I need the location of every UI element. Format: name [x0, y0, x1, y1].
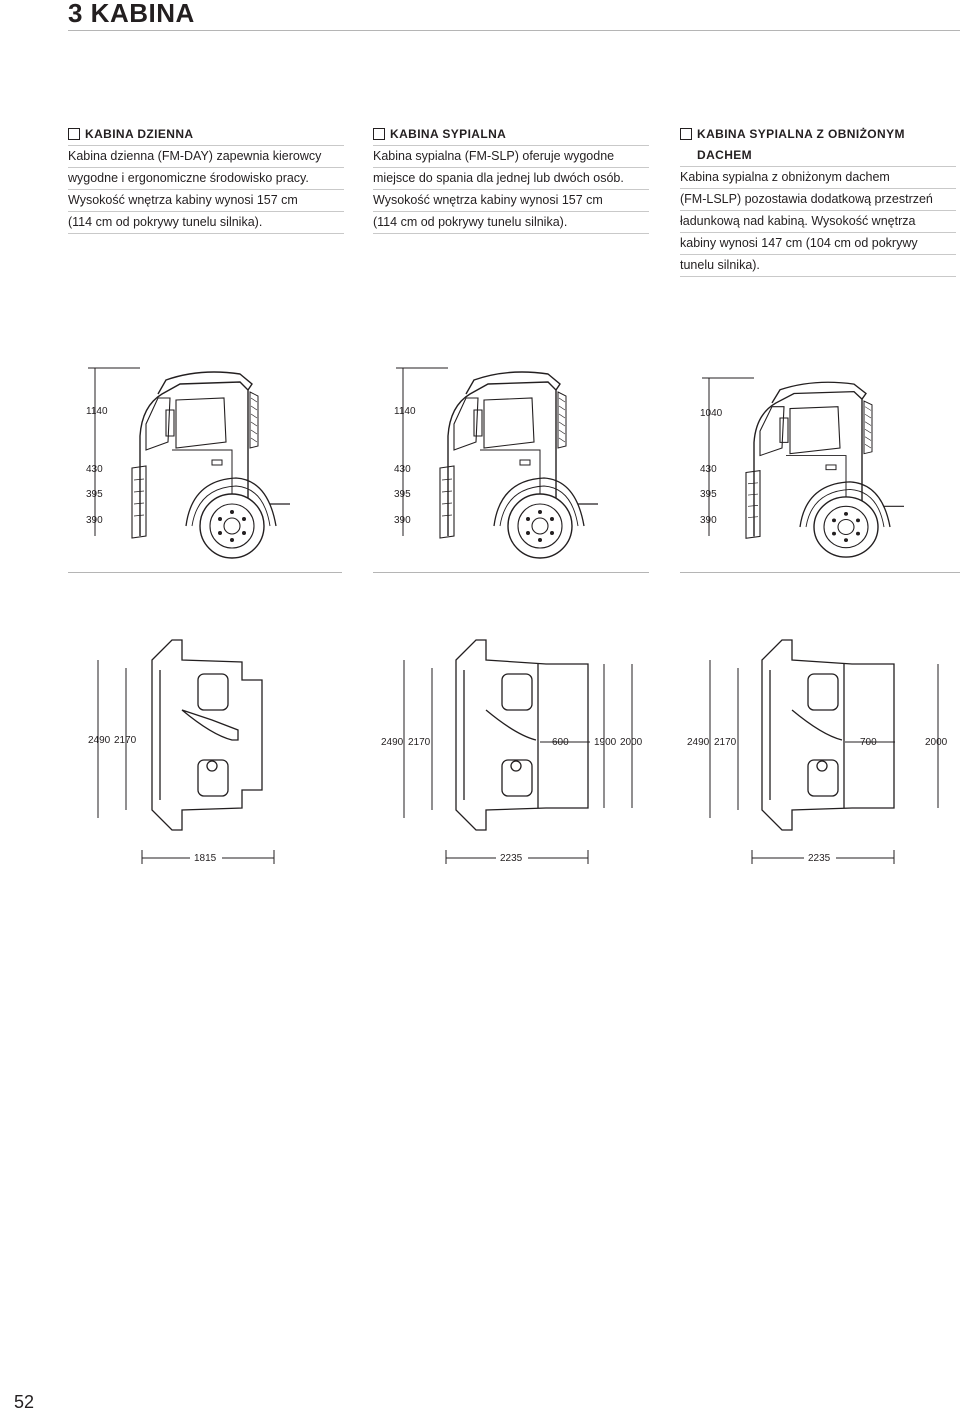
dim-outer-width: 2490	[88, 735, 111, 746]
body-line: (FM-LSLP) pozostawia dodatkową przestrze…	[680, 189, 956, 211]
dim-label: 390	[86, 515, 103, 526]
dim-label: 390	[700, 515, 717, 526]
body-line: Kabina sypialna z obniżonym dachem	[680, 167, 956, 189]
body-line: Kabina sypialna (FM-SLP) oferuje wygodne	[373, 146, 649, 168]
body-line: (114 cm od pokrywy tunelu silnika).	[373, 212, 649, 234]
body-line: ładunkową nad kabiną. Wysokość wnętrza	[680, 211, 956, 233]
body-line: Wysokość wnętrza kabiny wynosi 157 cm	[68, 190, 344, 212]
dim-bunk-width: 700	[860, 737, 877, 748]
drawing-baseline	[373, 572, 649, 573]
dim-inner-width: 2170	[714, 737, 737, 748]
column-low-sleeper-cab: KABINA SYPIALNA Z OBNIŻONYM DACHEM Kabin…	[680, 124, 956, 277]
body-line: Kabina dzienna (FM-DAY) zapewnia kierowc…	[68, 146, 344, 168]
column-sleeper-cab: KABINA SYPIALNA Kabina sypialna (FM-SLP)…	[373, 124, 649, 234]
body-line: kabiny wynosi 147 cm (104 cm od pokrywy	[680, 233, 956, 255]
dim-outer-width: 2490	[687, 737, 710, 748]
dim-label: 430	[394, 464, 411, 475]
dim-label: 395	[700, 489, 717, 500]
checkbox-icon	[680, 128, 692, 140]
dim-height: 1140	[394, 406, 416, 417]
header-divider	[68, 30, 960, 31]
dim-outer-width: 2490	[381, 737, 404, 748]
column-heading: KABINA SYPIALNA	[373, 124, 649, 146]
page-title: 3 KABINA	[68, 0, 195, 28]
column-heading: KABINA DZIENNA	[68, 124, 344, 146]
dim-bunk-total: 2000	[620, 737, 643, 748]
dim-bunk-total: 2000	[925, 737, 948, 748]
dim-label: 430	[86, 464, 103, 475]
column-day-cab: KABINA DZIENNA Kabina dzienna (FM-DAY) z…	[68, 124, 344, 234]
dim-label: 430	[700, 464, 717, 475]
drawing-baseline	[680, 572, 960, 573]
dim-label: 395	[394, 489, 411, 500]
drawing-baseline	[68, 572, 342, 573]
dim-inner-width: 2170	[408, 737, 431, 748]
body-line: wygodne i ergonomiczne środowisko pracy.	[68, 168, 344, 190]
dim-bunk-outer: 1900	[594, 737, 617, 748]
dim-label: 395	[86, 489, 103, 500]
page-header: 3 KABINA	[0, 0, 960, 31]
body-line: tunelu silnika).	[680, 255, 956, 277]
dim-height: 1140	[86, 406, 108, 417]
body-line: miejsce do spania dla jednej lub dwóch o…	[373, 168, 649, 190]
dim-length: 2235	[500, 853, 523, 864]
dim-length: 1815	[194, 853, 217, 864]
checkbox-icon	[68, 128, 80, 140]
checkbox-icon	[373, 128, 385, 140]
dim-height: 1040	[700, 408, 723, 419]
dim-label: 390	[394, 515, 411, 526]
page-number: 52	[14, 1392, 35, 1412]
body-line: (114 cm od pokrywy tunelu silnika).	[68, 212, 344, 234]
dim-inner-width: 2170	[114, 735, 137, 746]
dim-bunk-width: 600	[552, 737, 569, 748]
body-line: Wysokość wnętrza kabiny wynosi 157 cm	[373, 190, 649, 212]
column-heading: KABINA SYPIALNA Z OBNIŻONYM DACHEM	[680, 124, 956, 167]
dim-length: 2235	[808, 853, 831, 864]
